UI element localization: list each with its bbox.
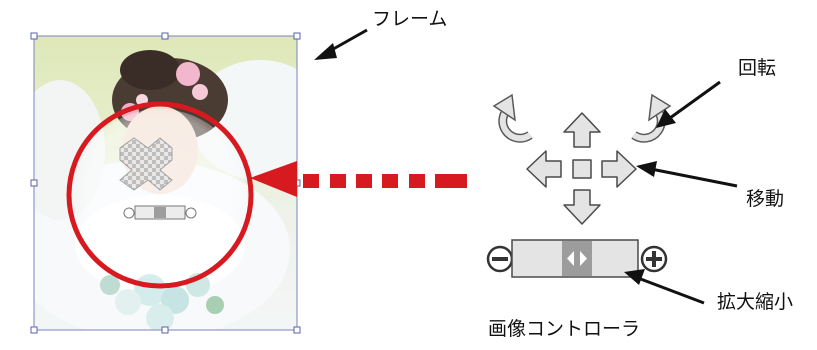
move-up-arrow-icon[interactable]	[563, 112, 601, 148]
zoom-knob[interactable]	[562, 241, 592, 276]
zoom-slider[interactable]	[486, 239, 668, 278]
move-left-arrow-icon[interactable]	[526, 150, 562, 188]
center-square-icon[interactable]	[572, 159, 592, 179]
mini-zoom-slider[interactable]	[123, 205, 197, 220]
rotate-right-icon[interactable]	[631, 93, 672, 143]
photo-frame[interactable]	[10, 32, 330, 340]
controller-label: 画像コントローラ	[488, 318, 641, 340]
image-controller[interactable]	[486, 93, 672, 278]
callout-arrows	[314, 28, 738, 305]
move-down-arrow-icon[interactable]	[563, 189, 601, 225]
bride-photo	[34, 36, 297, 330]
mini-image-controller[interactable]	[119, 137, 197, 220]
zoom-label: 拡大縮小	[717, 291, 794, 313]
move-label: 移動	[746, 188, 785, 210]
mini-move-handle[interactable]	[119, 137, 173, 191]
highlight-circle	[66, 101, 254, 289]
red-dotted-arrow	[250, 161, 467, 197]
move-right-arrow-icon[interactable]	[601, 150, 637, 188]
rotate-label: 回転	[738, 57, 777, 79]
rotate-left-icon[interactable]	[492, 93, 533, 143]
frame-label: フレーム	[372, 8, 448, 30]
